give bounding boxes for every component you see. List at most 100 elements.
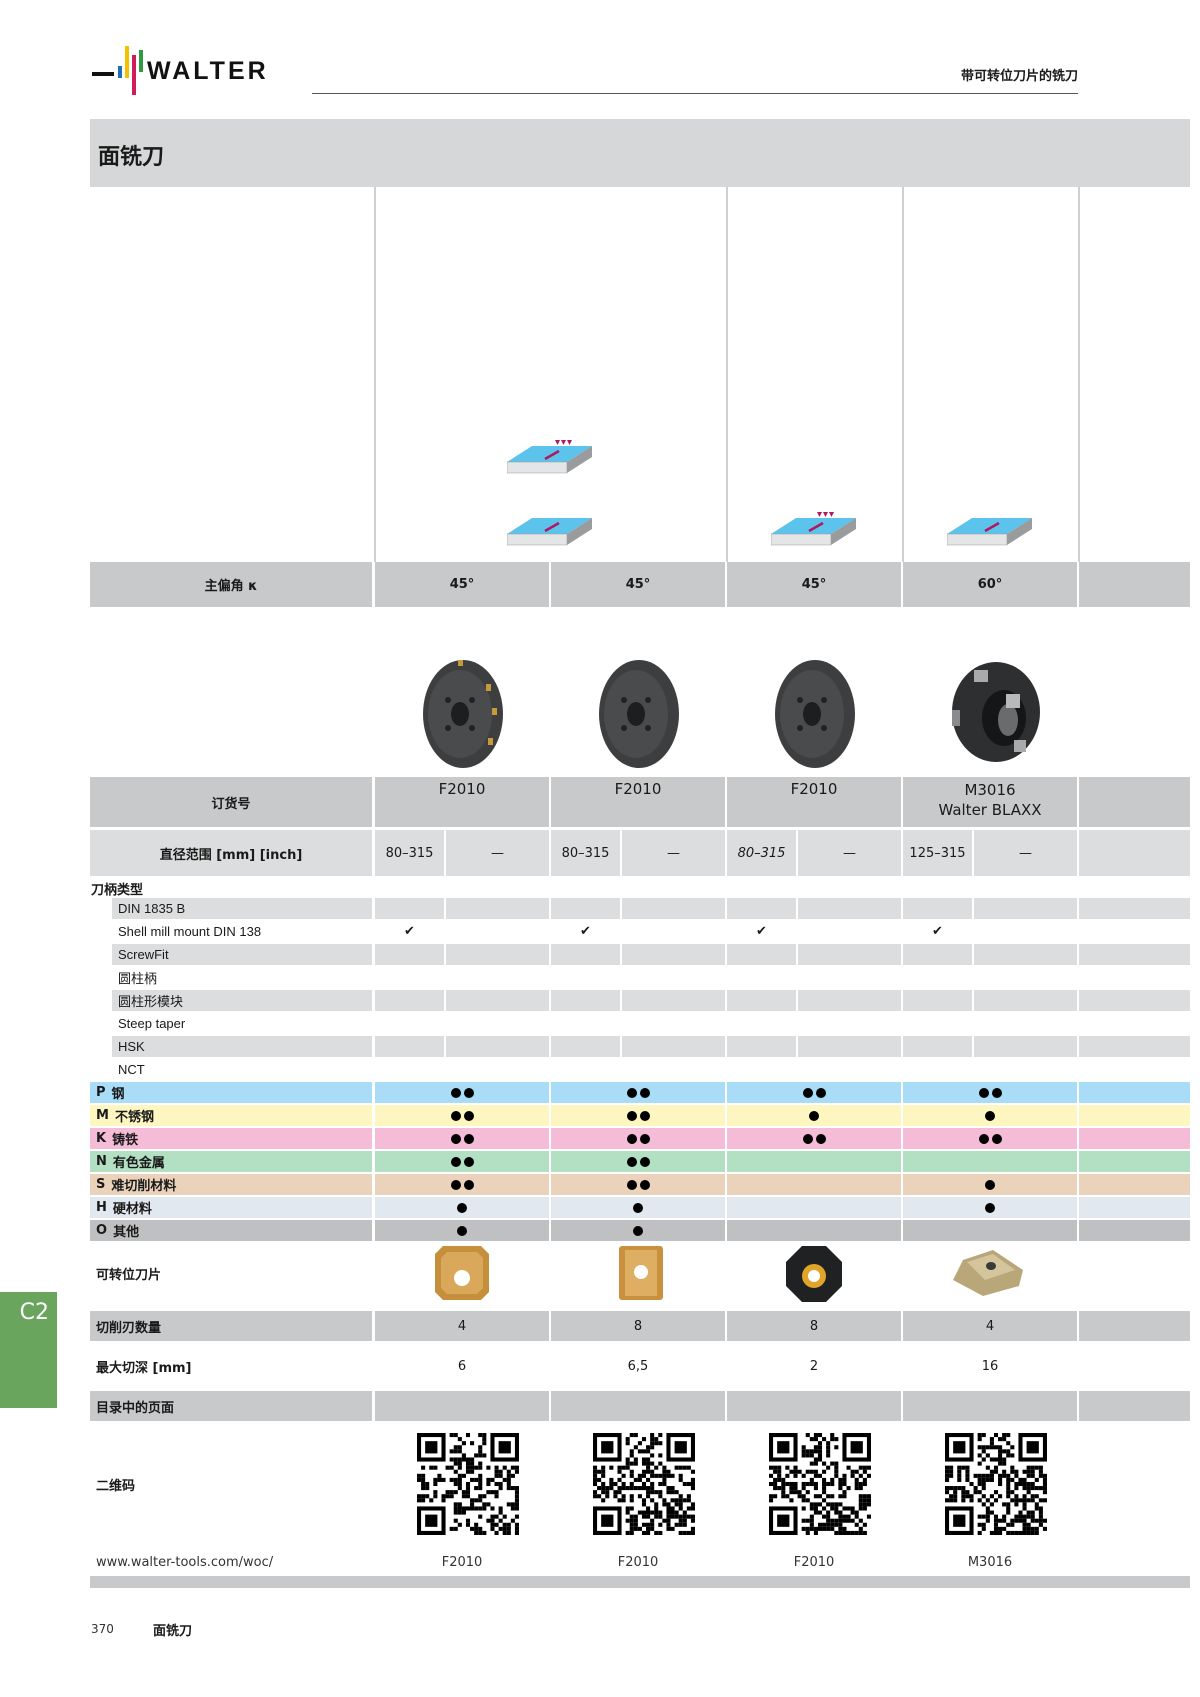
shank-type-row: DIN 1835 B xyxy=(90,898,1190,919)
footer-bar xyxy=(90,1576,1190,1588)
column-divider xyxy=(374,187,376,562)
check-icon: ✔ xyxy=(932,924,943,939)
insert-image-square xyxy=(435,1246,489,1300)
shank-type-label: Steep taper xyxy=(118,1016,186,1031)
empty-cell xyxy=(903,944,972,965)
qr-code-icon[interactable] xyxy=(945,1433,1047,1535)
material-name: 硬材料 xyxy=(112,1202,152,1217)
empty-cell xyxy=(622,1059,725,1080)
suitability-cell xyxy=(1079,1174,1190,1195)
row-label: 直径范围 [mm] [inch] xyxy=(90,830,372,876)
shank-type-label: ScrewFit xyxy=(112,944,372,965)
suitability-cell xyxy=(1079,1197,1190,1218)
depth-value: 6 xyxy=(457,1358,467,1374)
edges-value: 4 xyxy=(375,1311,549,1341)
insert-row: 可转位刀片 xyxy=(90,1238,1190,1308)
logo-bar-green xyxy=(139,50,143,72)
suitability-cell xyxy=(903,1082,1077,1103)
depth-value: 16 xyxy=(981,1358,999,1374)
woc-link[interactable]: F2010 xyxy=(441,1554,483,1570)
order-number[interactable]: M3016 Walter BLAXX xyxy=(903,777,1077,827)
diameter-inch: — xyxy=(974,830,1077,876)
qr-code-icon[interactable] xyxy=(593,1433,695,1535)
qr-code-icon[interactable] xyxy=(417,1433,519,1535)
empty-cell xyxy=(622,944,725,965)
suitability-cell xyxy=(375,1082,549,1103)
cutter-image-f2010 xyxy=(599,660,679,768)
catalog-page-link[interactable] xyxy=(551,1391,725,1421)
empty-cell xyxy=(551,898,620,919)
catalog-page-row: 目录中的页面 xyxy=(90,1391,1190,1421)
empty-cell xyxy=(727,1059,796,1080)
main-application-icon xyxy=(802,1133,826,1144)
woc-url[interactable]: www.walter-tools.com/woc/ xyxy=(96,1554,274,1570)
material-code: K xyxy=(96,1131,107,1146)
footer-title: 面铣刀 xyxy=(153,1624,193,1639)
empty-cell xyxy=(1079,1059,1190,1080)
woc-link[interactable]: F2010 xyxy=(793,1554,835,1570)
shank-type-row: HSK xyxy=(90,1036,1190,1057)
suitability-cell xyxy=(375,1220,549,1241)
suitability-cell xyxy=(903,1128,1077,1149)
suitability-cell xyxy=(903,1174,1077,1195)
empty-cell xyxy=(974,1013,1077,1034)
woc-link[interactable]: F2010 xyxy=(617,1554,659,1570)
order-number[interactable]: F2010 xyxy=(727,777,901,827)
empty-cell xyxy=(1079,1036,1190,1057)
secondary-application-icon xyxy=(457,1202,467,1213)
diameter-mm: 80–315 xyxy=(727,830,796,876)
diameter-inch: — xyxy=(798,830,901,876)
order-number[interactable]: F2010 xyxy=(551,777,725,827)
walter-logo: WALTER xyxy=(92,44,292,96)
order-number[interactable]: F2010 xyxy=(375,777,549,827)
catalog-page-link[interactable] xyxy=(903,1391,1077,1421)
suitability-cell xyxy=(1079,1128,1190,1149)
empty-cell xyxy=(727,898,796,919)
catalog-page-link[interactable] xyxy=(727,1391,901,1421)
empty-cell xyxy=(551,967,620,988)
empty-cell xyxy=(1079,898,1190,919)
edges-value: 8 xyxy=(551,1311,725,1341)
empty-cell xyxy=(1079,990,1190,1011)
empty-cell xyxy=(1079,944,1190,965)
main-application-icon xyxy=(450,1133,474,1144)
empty-cell xyxy=(798,1013,901,1034)
row-label: 切削刃数量 xyxy=(90,1311,372,1341)
empty-cell xyxy=(974,921,1077,942)
suitability-cell xyxy=(375,1174,549,1195)
brand-wordmark: WALTER xyxy=(147,57,269,85)
row-label: 目录中的页面 xyxy=(90,1391,372,1421)
suitability-cell xyxy=(903,1220,1077,1241)
empty-cell xyxy=(1079,921,1190,942)
empty-cell xyxy=(903,1013,972,1034)
secondary-application-icon xyxy=(633,1225,643,1236)
empty-cell xyxy=(798,944,901,965)
max-depth-row: 最大切深 [mm] 6 6,5 2 16 xyxy=(90,1343,1190,1389)
catalog-page-link[interactable] xyxy=(375,1391,549,1421)
shank-type-label: Shell mill mount DIN 138 xyxy=(118,924,262,939)
row-label: 主偏角 κ xyxy=(90,562,372,607)
material-name: 其他 xyxy=(113,1225,140,1240)
empty-cell xyxy=(1079,1391,1190,1421)
qr-code-icon[interactable] xyxy=(769,1433,871,1535)
empty-cell xyxy=(446,967,549,988)
suitability-cell xyxy=(1079,1082,1190,1103)
suitability-cell xyxy=(727,1105,901,1126)
chapter-tab[interactable]: C2 xyxy=(0,1292,57,1408)
woc-link[interactable]: M3016 xyxy=(967,1554,1013,1570)
empty-cell xyxy=(903,898,972,919)
suitability-cell xyxy=(551,1105,725,1126)
order-number-row: 订货号 F2010 F2010 F2010 M3016 Walter BLAXX xyxy=(90,777,1190,827)
suitability-cell xyxy=(551,1151,725,1172)
insert-image-blaxx xyxy=(953,1250,1023,1296)
empty-cell xyxy=(727,1036,796,1057)
empty-cell xyxy=(375,967,444,988)
empty-cell xyxy=(903,1036,972,1057)
